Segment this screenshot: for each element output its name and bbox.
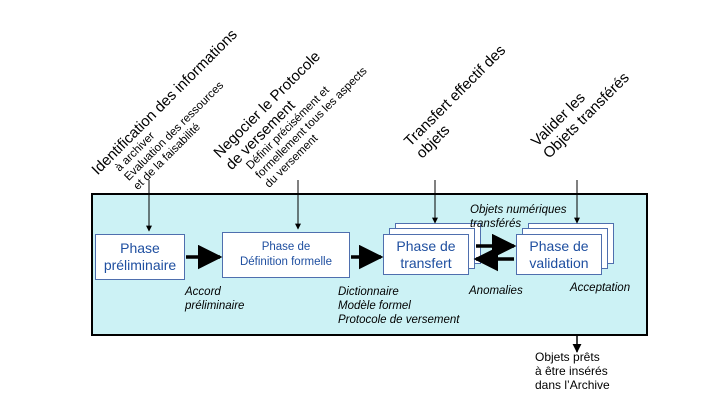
phase-transfert: Phase de transfert (383, 234, 469, 275)
label-accord-line-2: préliminaire (185, 300, 245, 312)
label-objets-numeriques: Objets numériques transférés (470, 203, 567, 231)
label-dictionnaire-line-1: Dictionnaire (338, 286, 399, 298)
phase-preliminaire-line-2: préliminaire (103, 257, 177, 273)
label-accord-line-1: Accord (185, 286, 221, 298)
label-dictionnaire: Dictionnaire Modèle formel Protocole de … (338, 285, 459, 327)
output-line-2: à être insérés (535, 364, 608, 378)
label-dictionnaire-line-2: Modèle formel (338, 300, 411, 312)
label-dictionnaire-line-3: Protocole de versement (338, 314, 460, 326)
output-objets-prets: Objets prêts à être insérés dans l’Archi… (535, 350, 610, 392)
phase-validation: Phase de validation (516, 234, 602, 275)
phase-validation-line-1: Phase de (529, 237, 589, 254)
label-objets-numeriques-line-1: Objets numériques (470, 204, 567, 216)
phase-transfert-line-1: Phase de (396, 237, 456, 254)
label-acceptation: Acceptation (570, 282, 631, 294)
phase-definition-formelle: Phase de Définition formelle (222, 232, 350, 278)
label-objets-numeriques-line-2: transférés (470, 218, 522, 230)
output-line-1: Objets prêts (535, 350, 600, 364)
output-line-3: dans l’Archive (535, 378, 610, 392)
phase-validation-line-2: validation (529, 254, 589, 271)
label-accord-preliminaire: Accord préliminaire (185, 285, 244, 313)
phase-definition-line-1: Phase de (261, 241, 311, 253)
phase-preliminaire: Phase préliminaire (95, 234, 185, 280)
phase-preliminaire-line-1: Phase (120, 240, 160, 256)
phase-definition-line-2: Définition formelle (239, 256, 333, 268)
label-anomalies: Anomalies (469, 285, 523, 297)
phase-transfert-line-2: transfert (400, 254, 452, 271)
